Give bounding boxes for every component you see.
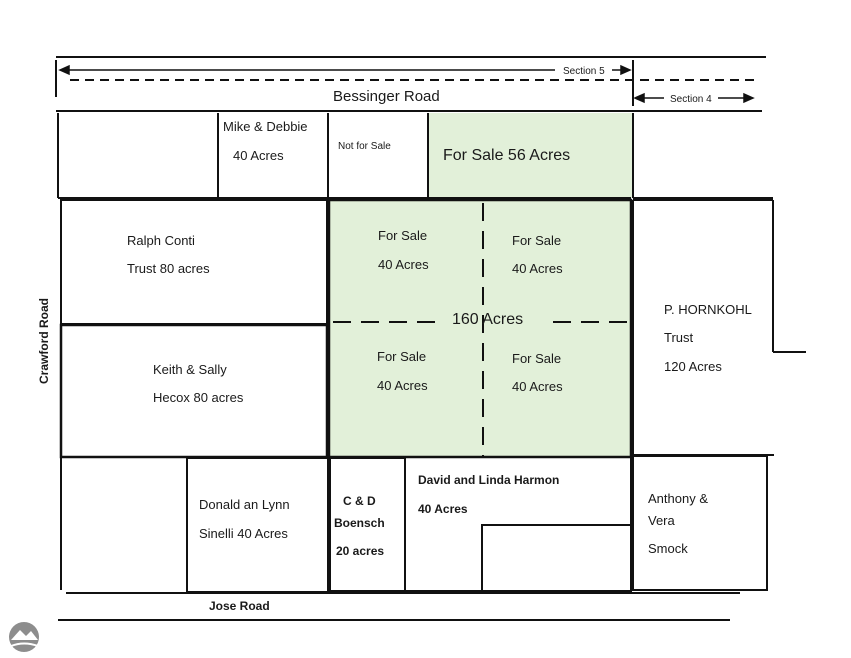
boensch-line3: 20 acres: [336, 544, 384, 558]
quadrant-sw-status: For Sale: [377, 349, 426, 364]
mike-debbie-name: Mike & Debbie: [223, 119, 308, 134]
crawford-road-label: Crawford Road: [37, 298, 51, 384]
keith-sally-line1: Keith & Sally: [153, 362, 227, 377]
quadrant-se-status: For Sale: [512, 351, 561, 366]
jose-road-label: Jose Road: [209, 599, 270, 613]
quadrant-ne-acres: 40 Acres: [512, 261, 563, 276]
section-4-label: Section 4: [670, 94, 712, 105]
mike-debbie-acres: 40 Acres: [233, 148, 284, 163]
quadrant-ne-status: For Sale: [512, 233, 561, 248]
boensch-line1: C & D: [343, 494, 376, 508]
sinelli-line1: Donald an Lynn: [199, 497, 290, 512]
quadrant-nw-status: For Sale: [378, 228, 427, 243]
ralph-conti-line1: Ralph Conti: [127, 233, 195, 248]
bessinger-road-label: Bessinger Road: [333, 88, 440, 105]
keith-sally-line2: Hecox 80 acres: [153, 390, 244, 405]
center-160-fill: [330, 201, 631, 457]
harmon-line1: David and Linda Harmon: [418, 473, 559, 487]
hornkohl-line1: P. HORNKOHL: [664, 302, 752, 317]
section-5-label: Section 5: [563, 66, 605, 77]
smock-line2: Vera: [648, 513, 676, 528]
quadrant-se-acres: 40 Acres: [512, 379, 563, 394]
for-sale-56-label: For Sale 56 Acres: [443, 147, 570, 164]
quadrant-nw-acres: 40 Acres: [378, 257, 429, 272]
boensch-line2: Boensch: [334, 516, 385, 530]
hornkohl-line3: 120 Acres: [664, 359, 722, 374]
harmon-line2: 40 Acres: [418, 502, 468, 516]
broker-logo-icon: [9, 622, 39, 652]
sinelli-line2: Sinelli 40 Acres: [199, 526, 288, 541]
for-sale-56-fill: [428, 113, 632, 198]
smock-line1: Anthony &: [648, 491, 708, 506]
center-total-label: 160 Acres: [452, 311, 523, 328]
not-for-sale-label: Not for Sale: [338, 141, 391, 152]
smock-line3: Smock: [648, 541, 688, 556]
ralph-conti-line2: Trust 80 acres: [127, 261, 210, 276]
quadrant-sw-acres: 40 Acres: [377, 378, 428, 393]
hornkohl-line2: Trust: [664, 330, 694, 345]
